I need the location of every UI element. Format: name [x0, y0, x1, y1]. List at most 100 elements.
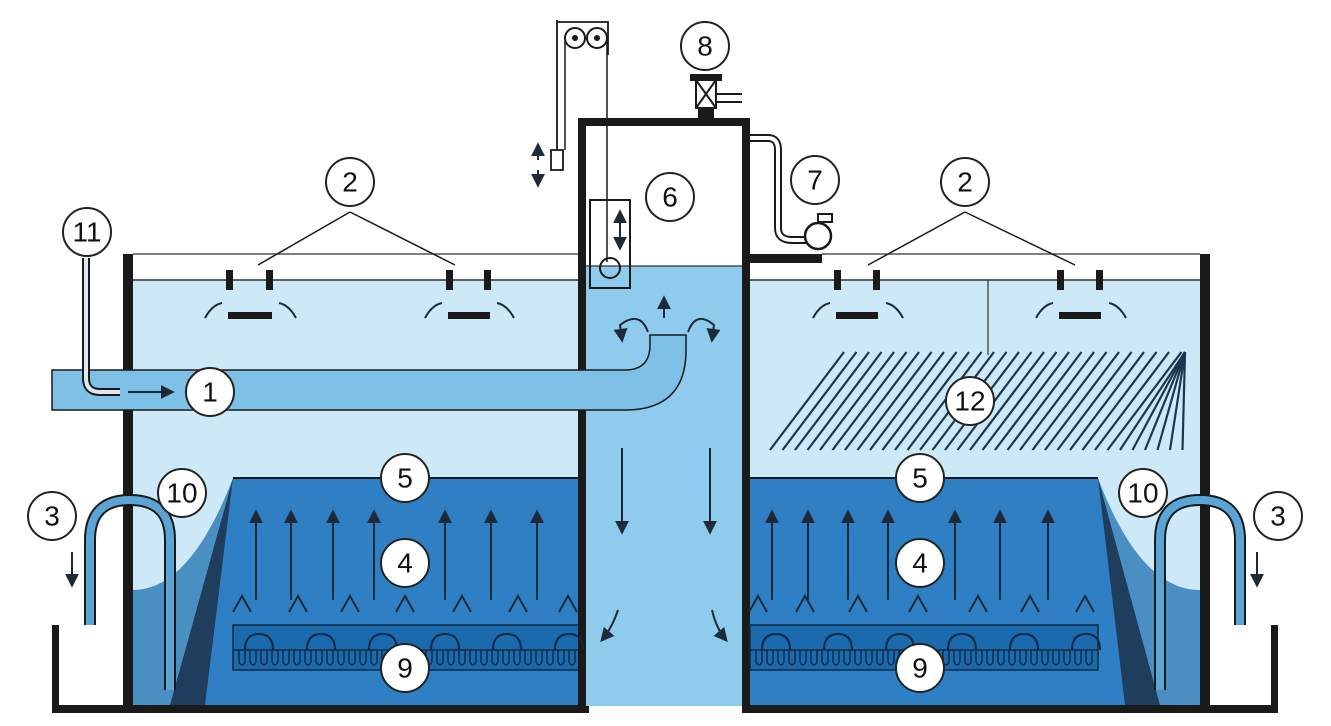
- settler-tube: [1131, 351, 1186, 451]
- svg-text:2: 2: [957, 167, 973, 198]
- distributor-nozzle: [436, 650, 444, 666]
- upflow-arrows: [232, 509, 1095, 613]
- callout-2-right: 2: [940, 157, 990, 207]
- chevron-icon: [558, 593, 578, 613]
- counterweight-icon: [550, 149, 564, 171]
- distributor-nozzle: [491, 650, 499, 666]
- settler-tube: [869, 351, 945, 451]
- distributor-pipe: [1009, 632, 1039, 651]
- distributor-nozzle: [293, 650, 301, 666]
- callout-9-left: 9: [380, 643, 430, 693]
- settler-tube: [1143, 351, 1187, 451]
- svg-text:10: 10: [166, 478, 197, 509]
- trough-left-2: [424, 270, 515, 319]
- float-box: [589, 199, 631, 289]
- settler-tube: [831, 351, 908, 451]
- distributor-pipe: [947, 632, 977, 651]
- right-sludge-cone: [1098, 478, 1200, 705]
- settler-tube: [1031, 351, 1108, 451]
- distributor-pipe: [306, 632, 336, 651]
- distributor-nozzle: [326, 650, 334, 666]
- svg-text:6: 6: [662, 182, 678, 213]
- left-tank-air: [133, 254, 581, 280]
- settler-tube: [1119, 351, 1186, 451]
- distributor-nozzle: [997, 650, 1005, 666]
- chevron-icon: [452, 593, 472, 613]
- settler-tube: [1168, 351, 1187, 451]
- distributor-nozzle: [766, 650, 774, 666]
- chevron-icon: [968, 593, 988, 613]
- chevron-icon: [340, 593, 360, 613]
- settler-tube: [1056, 351, 1133, 451]
- distributor-nozzle: [887, 650, 895, 666]
- settler-tube: [994, 351, 1070, 451]
- settler-tube: [894, 351, 970, 451]
- svg-text:12: 12: [954, 386, 985, 417]
- settler-tube: [1156, 351, 1187, 451]
- distributor-pipe: [823, 632, 853, 651]
- left-inner-wall: [578, 120, 586, 710]
- settler-tube: [1081, 351, 1158, 451]
- outlet-channels: [52, 493, 1278, 713]
- distributor-nozzle: [502, 650, 510, 666]
- distributor-nozzle: [854, 650, 862, 666]
- svg-text:1: 1: [202, 377, 218, 408]
- distributor-pipe: [1071, 632, 1101, 651]
- distributor-nozzle: [304, 650, 312, 666]
- distributor-nozzle: [480, 650, 488, 666]
- distributor-nozzle: [282, 650, 290, 666]
- callout-5-left: 5: [380, 453, 430, 503]
- callout-8: 8: [680, 21, 730, 71]
- distributor-nozzle: [260, 650, 268, 666]
- distributor-pipe: [885, 632, 915, 651]
- left-outer-wall: [123, 254, 133, 712]
- distributor-nozzle: [788, 650, 796, 666]
- distributor-nozzle: [546, 650, 554, 666]
- center-top-wall: [578, 118, 750, 126]
- callout-4-right: 4: [895, 538, 945, 588]
- callout-2-left: 2: [325, 157, 375, 207]
- distributor-nozzle: [1074, 650, 1082, 666]
- distributor-nozzle: [777, 650, 785, 666]
- distributor-pipe: [761, 632, 791, 651]
- distributor-nozzle: [843, 650, 851, 666]
- settler-tube: [1106, 351, 1183, 451]
- distributor-nozzle: [986, 650, 994, 666]
- pulley-icon: [557, 21, 609, 55]
- chevron-icon: [795, 593, 815, 613]
- svg-text:11: 11: [72, 217, 101, 248]
- distributor-nozzle: [557, 650, 565, 666]
- distributor-nozzle: [249, 650, 257, 666]
- distributor-nozzle: [535, 650, 543, 666]
- trough-left-1: [204, 270, 297, 319]
- settler-tube: [1019, 351, 1095, 451]
- distributor-nozzle: [370, 650, 378, 666]
- callout-10-right: 10: [1118, 468, 1168, 518]
- distributor-nozzle: [271, 650, 279, 666]
- chevron-icon: [848, 593, 868, 613]
- settler-tube: [769, 351, 845, 451]
- callout-7: 7: [790, 155, 840, 205]
- distributor-nozzle: [975, 650, 983, 666]
- distributor-nozzle: [821, 650, 829, 666]
- svg-text:9: 9: [397, 653, 413, 684]
- distributor-nozzle: [1052, 650, 1060, 666]
- chevron-icon: [748, 593, 768, 613]
- distributor-nozzle: [524, 650, 532, 666]
- settler-tube: [906, 351, 983, 451]
- svg-text:5: 5: [397, 463, 413, 494]
- center-right-wall: [742, 118, 750, 710]
- settler-tube: [806, 351, 883, 451]
- svg-text:9: 9: [912, 653, 928, 684]
- right-cone-dark: [1098, 478, 1160, 705]
- distributor-pipe: [492, 632, 522, 651]
- left-sludge-blanket: [170, 478, 581, 705]
- chevron-icon: [395, 593, 415, 613]
- settler-tube: [819, 351, 895, 451]
- distributor-nozzle: [810, 650, 818, 666]
- right-top-ledge: [742, 254, 822, 263]
- settler-tube: [981, 351, 1058, 451]
- svg-text:4: 4: [912, 548, 928, 579]
- distributor-nozzle: [513, 650, 521, 666]
